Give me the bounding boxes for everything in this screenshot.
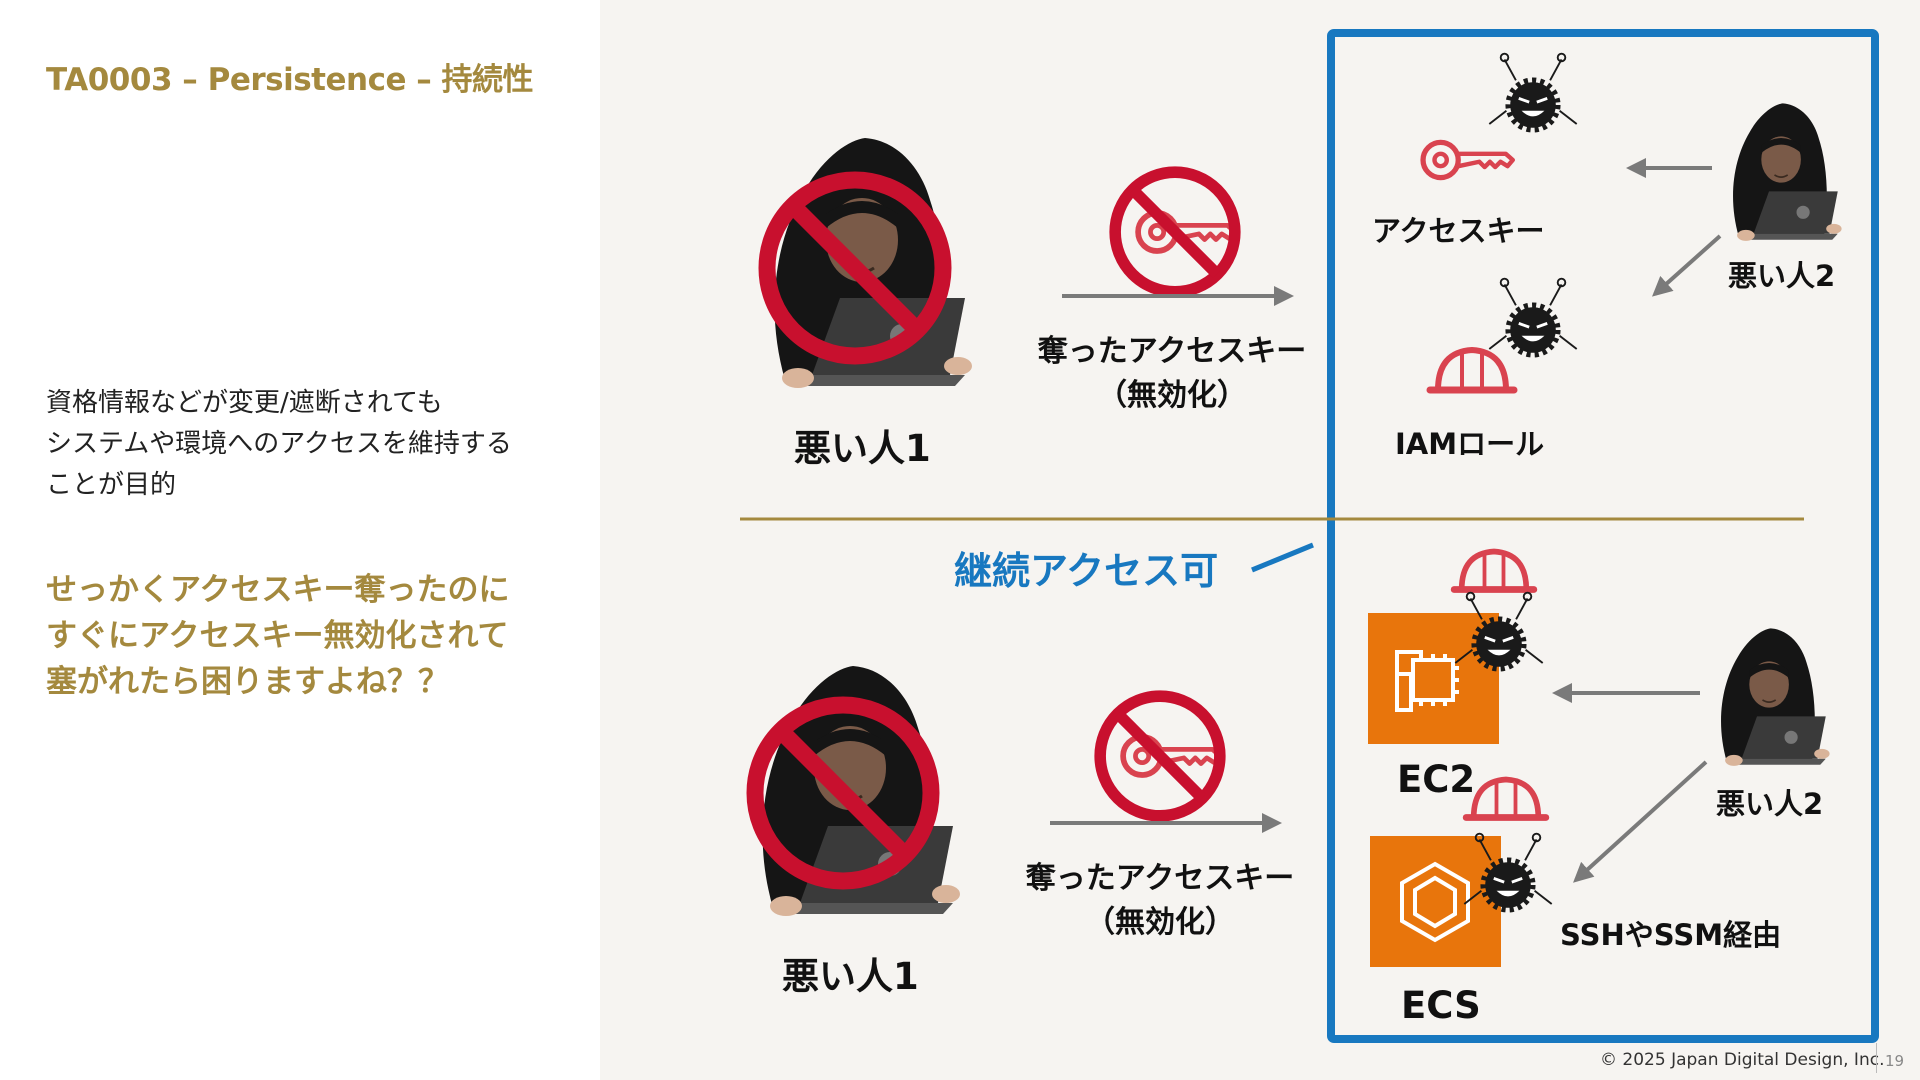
arrow-icon xyxy=(1576,762,1706,880)
pointer-line xyxy=(1252,545,1313,570)
virus-icon xyxy=(1489,54,1576,128)
hacker-icon xyxy=(1721,628,1830,766)
hacker-icon xyxy=(1733,103,1842,241)
key-icon xyxy=(1423,142,1513,177)
ecs-label: ECS xyxy=(1401,984,1481,1027)
copyright: © 2025 Japan Digital Design, Inc. xyxy=(1600,1050,1864,1070)
stolen-key-line: 奪ったアクセスキー xyxy=(1010,853,1310,897)
attacker2-label: 悪い人2 xyxy=(1716,781,1823,823)
virus-icon xyxy=(1489,279,1576,353)
stolen-key-line: 奪ったアクセスキー xyxy=(1022,326,1322,370)
access-key-label: アクセスキー xyxy=(1372,208,1545,250)
prohibited-icon xyxy=(1115,172,1235,292)
stolen-key-line: （無効化） xyxy=(1022,370,1322,414)
arrow-icon xyxy=(1655,236,1720,294)
footer-divider xyxy=(1876,1043,1877,1073)
continued-access-label: 継続アクセス可 xyxy=(954,540,1218,595)
prohibited-icon xyxy=(1100,696,1220,816)
attacker1-label: 悪い人1 xyxy=(782,946,919,1000)
page-number: 19 xyxy=(1885,1052,1904,1070)
stolen-key-line: （無効化） xyxy=(1010,897,1310,941)
helmet-icon xyxy=(1466,780,1546,818)
attacker2-label: 悪い人2 xyxy=(1728,253,1835,295)
iam-role-label: IAMロール xyxy=(1395,421,1544,463)
attacker1-label: 悪い人1 xyxy=(794,418,931,472)
ec2-label: EC2 xyxy=(1397,758,1475,801)
ecs-icon xyxy=(1370,836,1501,967)
helmet-icon xyxy=(1454,552,1534,590)
stolen-key-label: 奪ったアクセスキー （無効化） xyxy=(1022,326,1322,414)
helmet-icon xyxy=(1430,350,1514,390)
route-label: SSHやSSM経由 xyxy=(1560,912,1781,954)
stolen-key-label: 奪ったアクセスキー （無効化） xyxy=(1010,853,1310,941)
